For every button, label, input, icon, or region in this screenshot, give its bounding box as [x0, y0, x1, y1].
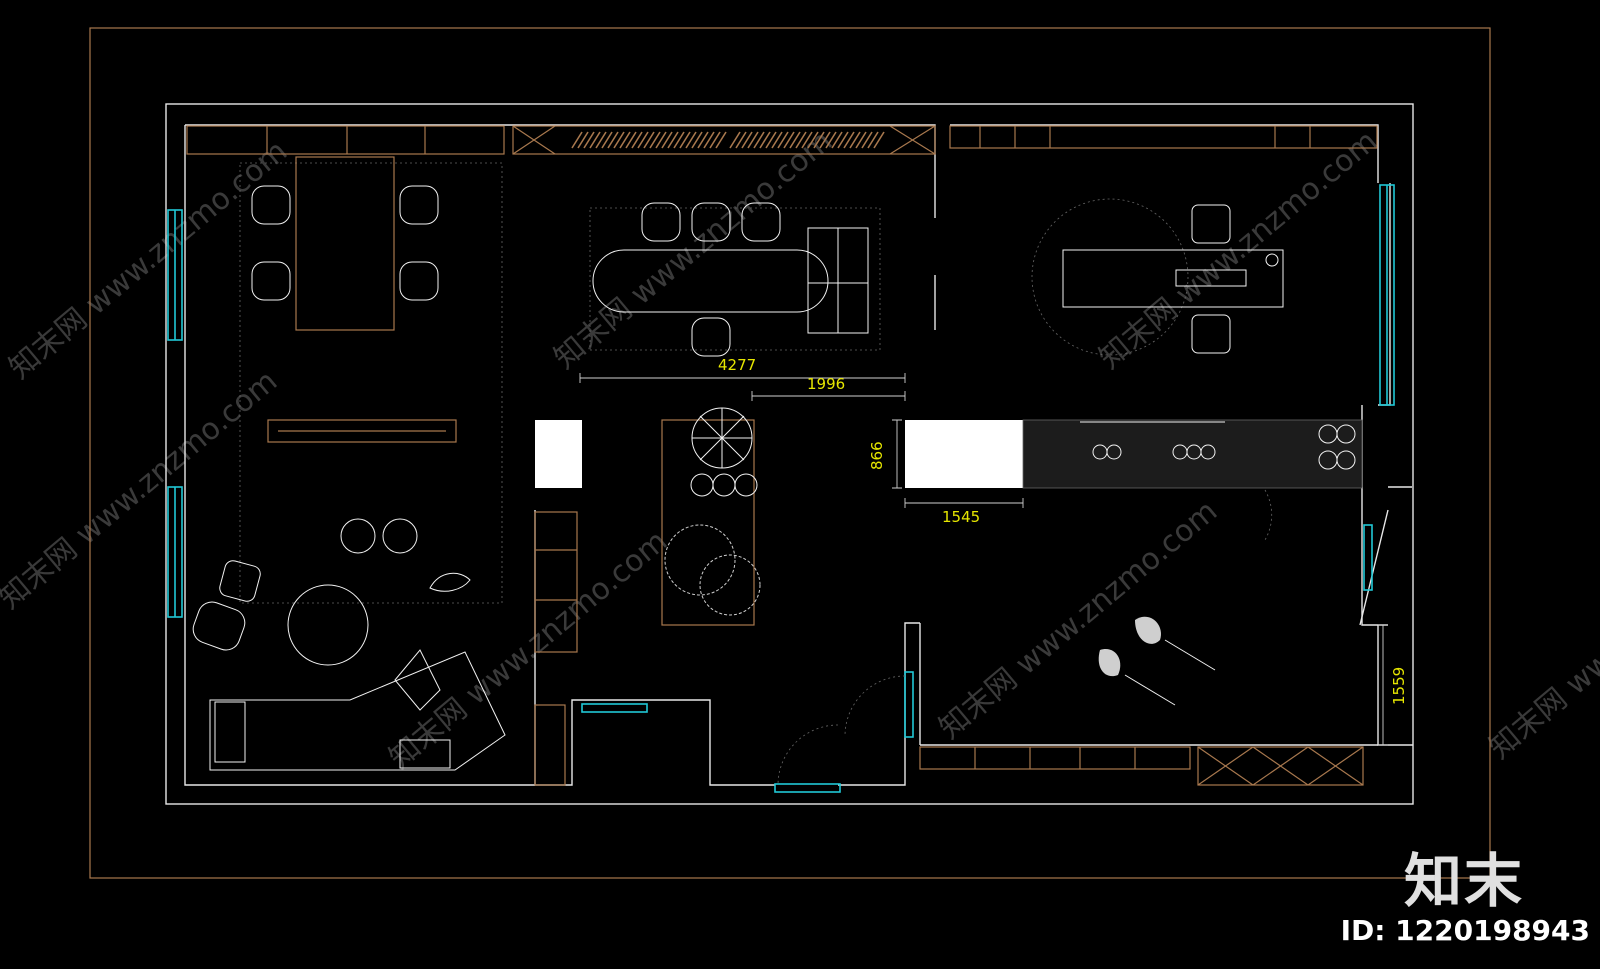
hatch-line [873, 131, 885, 149]
hatch-line [715, 131, 727, 149]
hatch-line [649, 131, 661, 149]
hatch-line [703, 131, 715, 149]
dimension-label: 866 [868, 441, 886, 470]
tall-cabinet [534, 511, 578, 653]
hatch-line [661, 131, 673, 149]
watermark-text: 知末网 www.znzmo.com [3, 134, 294, 386]
hatch-line [631, 131, 643, 149]
lounge-area [192, 518, 471, 666]
hatch-line [837, 131, 849, 149]
hatch-line [771, 131, 783, 149]
figure-group [1098, 616, 1216, 706]
dimension-label: 4277 [718, 356, 756, 374]
column [905, 420, 1023, 488]
hatch-line [571, 131, 583, 149]
hatch-line [801, 131, 813, 149]
hatch-line [735, 131, 747, 149]
watermark-text: 知末网 www.znzmo.com [933, 494, 1224, 746]
hatch-line [643, 131, 655, 149]
doors [777, 489, 1273, 786]
dimensions: 4277 1996 866 1545 1559 [579, 356, 1408, 746]
hatch-line [691, 131, 703, 149]
watermark-text: 知末网 www.znzmo.com [1483, 514, 1600, 766]
hatch-line [867, 131, 879, 149]
dimension-label: 1996 [807, 375, 845, 393]
hatch-line [831, 131, 843, 149]
hatch-line [759, 131, 771, 149]
hatch-line [819, 131, 831, 149]
hatch-line [685, 131, 697, 149]
hatch-line [813, 131, 825, 149]
hatch-line [583, 131, 595, 149]
hatch-line [697, 131, 709, 149]
hatch-line [843, 131, 855, 149]
image-id-label: ID: 1220198943 [1340, 914, 1590, 947]
hatch-line [741, 131, 753, 149]
watermark-text: 知末网 www.znzmo.com [0, 364, 284, 616]
brand-logo: 知末 [1404, 847, 1525, 915]
windows [167, 184, 1395, 793]
hatch-line [607, 131, 619, 149]
hatch-line [789, 131, 801, 149]
dimension-label: 1545 [942, 508, 980, 526]
hatched-shelf [571, 131, 885, 149]
hatch-line [577, 131, 589, 149]
pebble-strip [1022, 419, 1363, 489]
tea-table [1031, 198, 1284, 356]
hatch-line [589, 131, 601, 149]
hatch-line [655, 131, 667, 149]
hatch-line [861, 131, 873, 149]
hatch-line [679, 131, 691, 149]
planter [661, 407, 761, 626]
hatch-line [601, 131, 613, 149]
hatch-line [637, 131, 649, 149]
drawing-frame [89, 27, 1491, 879]
meeting-table [239, 156, 503, 604]
bottom-cabinets [919, 746, 1364, 786]
conference-table [589, 202, 881, 357]
wall-shelf [267, 419, 457, 443]
hatch-line [673, 131, 685, 149]
hatch-line [619, 131, 631, 149]
hatch-line [783, 131, 795, 149]
dimension-label: 1559 [1390, 667, 1408, 705]
reception-desk [209, 649, 506, 771]
hatch-line [729, 131, 741, 149]
hatch-line [795, 131, 807, 149]
hatch-line [849, 131, 861, 149]
hatch-line [747, 131, 759, 149]
hatch-line [777, 131, 789, 149]
hatch-line [807, 131, 819, 149]
hatch-line [709, 131, 721, 149]
top-cabinets [186, 125, 1378, 155]
hatch-line [625, 131, 637, 149]
hatch-line [825, 131, 837, 149]
outer-wall [165, 103, 1414, 805]
hatch-line [765, 131, 777, 149]
hatch-line [595, 131, 607, 149]
hatch-line [855, 131, 867, 149]
hatch-line [613, 131, 625, 149]
hatch-line [667, 131, 679, 149]
column [535, 420, 582, 488]
watermark-text: 知末网 www.znzmo.com [383, 524, 674, 776]
hatch-line [753, 131, 765, 149]
